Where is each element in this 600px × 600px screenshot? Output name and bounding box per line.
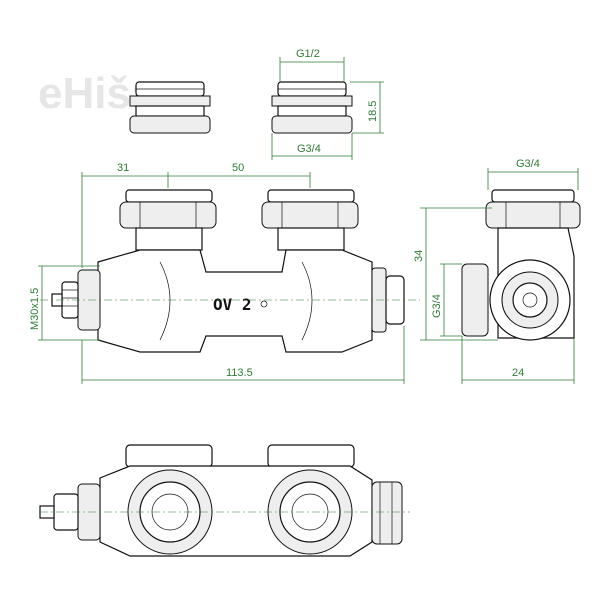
bottom-view <box>39 444 410 557</box>
front-nut-right <box>261 189 359 251</box>
side-view <box>461 189 581 341</box>
dimension-side-thread-side: G3/4 <box>431 263 462 337</box>
adapter-right <box>271 81 353 134</box>
adapter-left <box>129 81 211 134</box>
dimension-valve-thread: M30x1.5 <box>29 265 100 341</box>
label-side-g34-top: G3/4 <box>516 158 540 170</box>
body-marking: OV 2 <box>213 295 252 314</box>
front-body: OV 2 <box>97 249 373 353</box>
dimension-thread-top: G1/2 <box>279 48 345 82</box>
dimension-side-width: 24 <box>461 336 575 384</box>
dimension-side-height: 34 <box>413 207 498 341</box>
label-50: 50 <box>232 162 244 174</box>
label-m30: M30x1.5 <box>29 288 41 330</box>
dimension-thread-bottom: G3/4 <box>271 133 353 160</box>
dimension-side-thread-top: G3/4 <box>487 158 579 190</box>
label-24: 24 <box>512 367 524 379</box>
label-113-5: 113.5 <box>226 367 253 379</box>
label-g12: G1/2 <box>296 48 320 60</box>
label-18-5: 18.5 <box>367 101 379 122</box>
label-34: 34 <box>413 250 425 262</box>
label-side-g34: G3/4 <box>431 294 443 318</box>
dimension-height-adapter: 18.5 <box>350 81 384 134</box>
label-g34-adapter: G3/4 <box>297 143 321 155</box>
dimension-total-length: 113.5 <box>81 326 405 384</box>
front-nut-left <box>119 189 217 251</box>
label-31: 31 <box>117 162 129 174</box>
dimension-spacing: 31 50 <box>81 162 311 268</box>
